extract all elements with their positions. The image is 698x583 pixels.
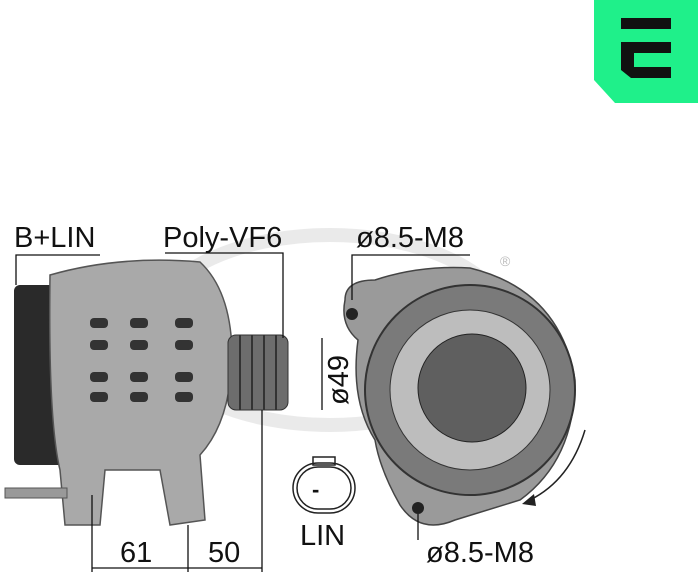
- brand-logo: [594, 0, 698, 103]
- mount-bottom-label: ø8.5-M8: [426, 537, 534, 569]
- alternator-side-view: [4, 259, 289, 526]
- dimension-lines: [15, 252, 470, 572]
- plug-label: LIN: [300, 520, 345, 552]
- pulley-label: Poly-VF6: [163, 222, 282, 254]
- dim-right-label: 50: [208, 537, 240, 569]
- plug-pin-symbol: -: [312, 477, 319, 502]
- dim-left-label: 61: [120, 537, 152, 569]
- pulley-diameter-label: ø49: [323, 355, 355, 405]
- registered-mark: ®: [500, 253, 511, 269]
- mount-top-label: ø8.5-M8: [356, 222, 464, 254]
- alternator-front-view: [343, 266, 586, 526]
- lin-plug-icon: [292, 456, 356, 514]
- connector-label: B+LIN: [14, 222, 95, 254]
